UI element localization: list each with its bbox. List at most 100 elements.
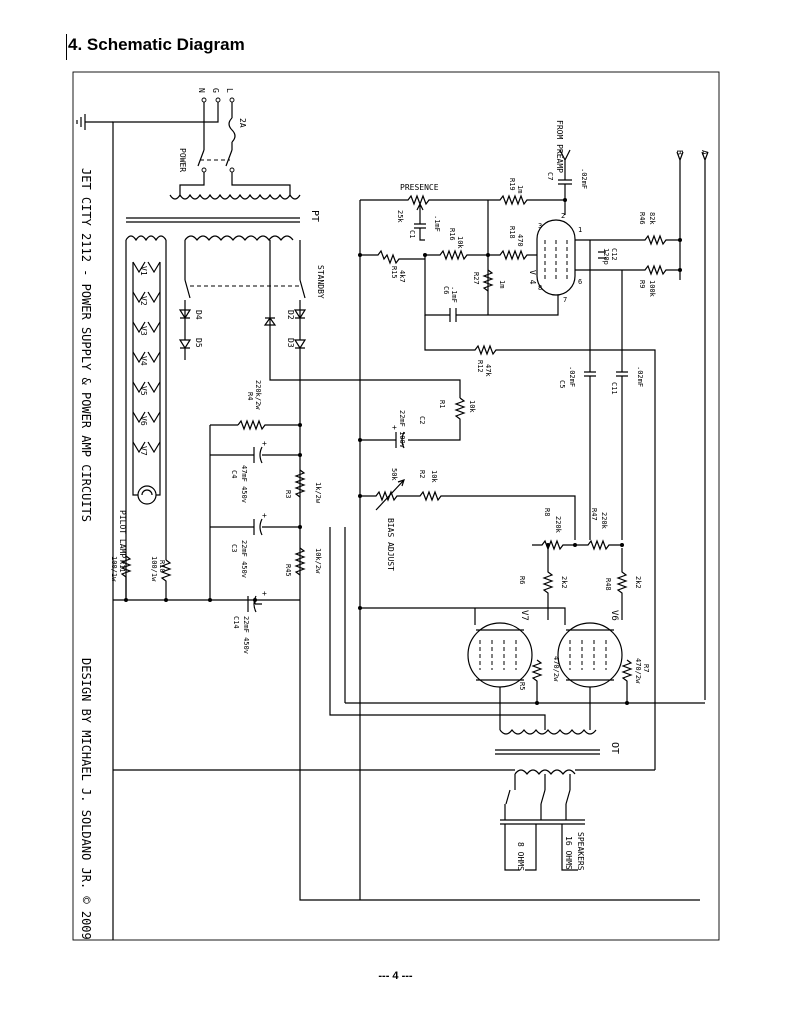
svg-text:+: + (262, 439, 267, 448)
phase-inverter: FROM PREAMP C7 .02mF R19 1m V 4 1 2 3 6 … (358, 120, 709, 900)
c12-value: 120p (602, 248, 610, 265)
heater-filament-icon (132, 441, 161, 454)
r11-value: 100/1w (110, 556, 118, 582)
output-transformer: OT SPEAKERS 16 OHMS 8 OHMS (113, 527, 655, 871)
r12-label: R12 (476, 360, 484, 373)
heater-label: V5 (139, 386, 148, 396)
r18-value: 470 (516, 234, 524, 247)
fuse-symbol (228, 117, 236, 143)
c7-label: C7 (546, 172, 554, 180)
output-tubes: V7 V6 R5 470/2w R7 470/2w (344, 527, 705, 730)
r8-label: R8 (543, 508, 551, 516)
r2-value: 10k (430, 470, 438, 483)
tube-v6 (557, 622, 623, 688)
c3-label: C3 (230, 544, 238, 552)
pin-3: 3 (538, 222, 542, 230)
c4-label: C4 (230, 470, 238, 478)
heater-filament-icon (132, 321, 161, 334)
svg-text:+: + (262, 511, 267, 520)
diode-d4-label: D4 (194, 310, 203, 320)
power-switch (197, 149, 233, 167)
mains-l-label: L (225, 88, 234, 93)
diode-d5-label: D5 (194, 338, 203, 348)
rectifier: STANDBY D4 D5 D2 D3 (178, 240, 700, 901)
schematic-title: JET CITY 2112 - POWER SUPPLY & POWER AMP… (79, 168, 93, 522)
speakers-label: SPEAKERS (576, 832, 585, 871)
tube-v7 (467, 622, 533, 688)
r48-value: 2k2 (634, 576, 642, 589)
r3-value: 1k/2w (314, 482, 322, 504)
pin-6: 6 (578, 278, 582, 286)
tube-v6-label: V6 (609, 610, 619, 621)
filter-section: R4 220k/2w + C4 47mF 450v R3 1k/2w + C3 … (209, 380, 322, 654)
svg-text:+: + (392, 423, 397, 432)
r10-label: R10 (158, 560, 166, 573)
r11-label: R11 (118, 560, 126, 573)
r6-label: R6 (518, 576, 526, 584)
schematic-border (72, 71, 720, 941)
pin-1: 1 (578, 226, 582, 234)
page-number: --- 4 --- (378, 970, 413, 982)
r12-value: 47k (484, 364, 492, 377)
diode-d2-label: D2 (286, 310, 295, 320)
c14-value: 22mF 450v (242, 616, 250, 654)
c2-value: 22mF 100v (398, 410, 406, 448)
r47-value: 220k (600, 512, 608, 530)
c1-value: .1mF (433, 215, 441, 232)
title-rule (66, 34, 67, 60)
r15-label: R15 (390, 266, 398, 279)
c11-label: C11 (610, 382, 618, 395)
r7-value: 470/2w (634, 658, 642, 684)
pilot-lamp-label: PILOT LAMP (118, 510, 127, 558)
c7-value: .02mF (580, 168, 588, 189)
c5-label: C5 (558, 380, 566, 388)
presence-label: PRESENCE (400, 183, 439, 192)
standby-switch-label: STANDBY (316, 265, 325, 299)
r4-label: R4 (246, 392, 254, 400)
heater-label: V6 (139, 416, 148, 426)
mains-input: N G L 2A POWER (76, 88, 291, 940)
r9-label: R9 (638, 280, 646, 288)
r15-value: 4k7 (398, 270, 406, 283)
arrow-a-label: A (700, 150, 709, 155)
r16-label: R16 (448, 228, 456, 241)
r45-value: 10k/2w (314, 548, 322, 574)
r16-value: 10k (456, 236, 464, 249)
pilot-lamp-icon (137, 485, 157, 505)
c2-label: C2 (418, 416, 426, 424)
r46-value: 82k (648, 212, 656, 225)
mains-g-label: G (211, 88, 220, 93)
r2-label: R2 (418, 470, 426, 478)
c5-value: .02mF (568, 366, 576, 387)
heater-label: V1 (139, 266, 148, 276)
8-ohms-label: 8 OHMS (516, 842, 525, 871)
presence-pot-value: 25k (396, 210, 404, 223)
standby-switch (184, 279, 306, 299)
mains-n-label: N (197, 88, 206, 93)
chassis-ground-icon (76, 114, 113, 130)
c6-value: .1mF (450, 286, 458, 303)
r46-label: R46 (638, 212, 646, 225)
heater-filament-icon (132, 381, 161, 394)
heater-filament-icon (132, 411, 161, 424)
c11-value: .02mF (636, 366, 644, 387)
c6-label: C6 (442, 286, 450, 294)
r27-label: R27 (472, 272, 480, 285)
r10-value: 100/1w (150, 556, 158, 582)
arrow-b-label: B (675, 150, 684, 155)
heater-label: V7 (139, 446, 148, 456)
r8-value: 220k (554, 516, 562, 534)
bias-adjust-label: BIAS ADJUST (386, 518, 395, 571)
r45-label: R45 (284, 564, 292, 577)
r1-value: 10k (468, 400, 476, 413)
designer-credit: DESIGN BY MICHAEL J. SOLDANO JR. © 2009 (79, 658, 93, 940)
bias-pot-value: 50k (390, 468, 398, 481)
pin-7: 7 (563, 296, 567, 304)
r3-label: R3 (284, 490, 292, 498)
r18-label: R18 (508, 226, 516, 239)
heater-label: V3 (139, 326, 148, 336)
r19-value: 1m (516, 185, 524, 193)
bias-supply: R1 10k + C2 22mF 100v 50k BIAS ADJUST R2… (358, 397, 576, 571)
heater-filament-icon (132, 351, 161, 364)
